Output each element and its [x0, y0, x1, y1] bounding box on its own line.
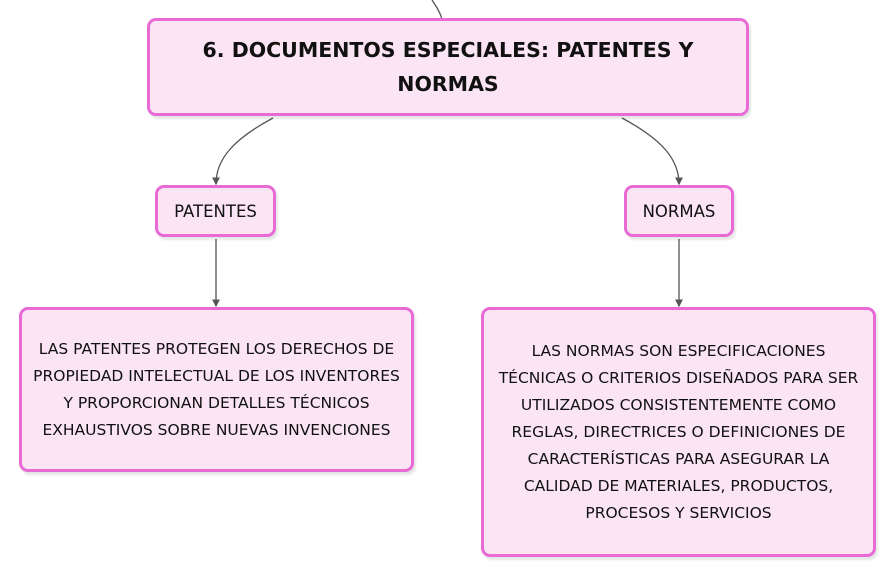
root-node-label: 6. DOCUMENTOS ESPECIALES: PATENTES Y NOR… [202, 38, 694, 96]
connector-root-to-normas [621, 117, 683, 186]
branch-node-label: PATENTES [174, 201, 257, 221]
description-node-patentes[interactable]: LAS PATENTES PROTEGEN LOS DERECHOS DE PR… [19, 307, 414, 472]
branch-node-label: NORMAS [642, 201, 716, 221]
root-node[interactable]: 6. DOCUMENTOS ESPECIALES: PATENTES Y NOR… [147, 18, 749, 116]
branch-node-patentes[interactable]: PATENTES [155, 185, 276, 237]
connector-incoming [431, 0, 443, 20]
description-text: LAS NORMAS SON ESPECIFICACIONES TÉCNICAS… [498, 341, 859, 522]
description-node-normas[interactable]: LAS NORMAS SON ESPECIFICACIONES TÉCNICAS… [481, 307, 876, 557]
connector-root-to-patentes [212, 117, 274, 186]
description-text: LAS PATENTES PROTEGEN LOS DERECHOS DE PR… [33, 339, 400, 439]
branch-node-normas[interactable]: NORMAS [624, 185, 734, 237]
